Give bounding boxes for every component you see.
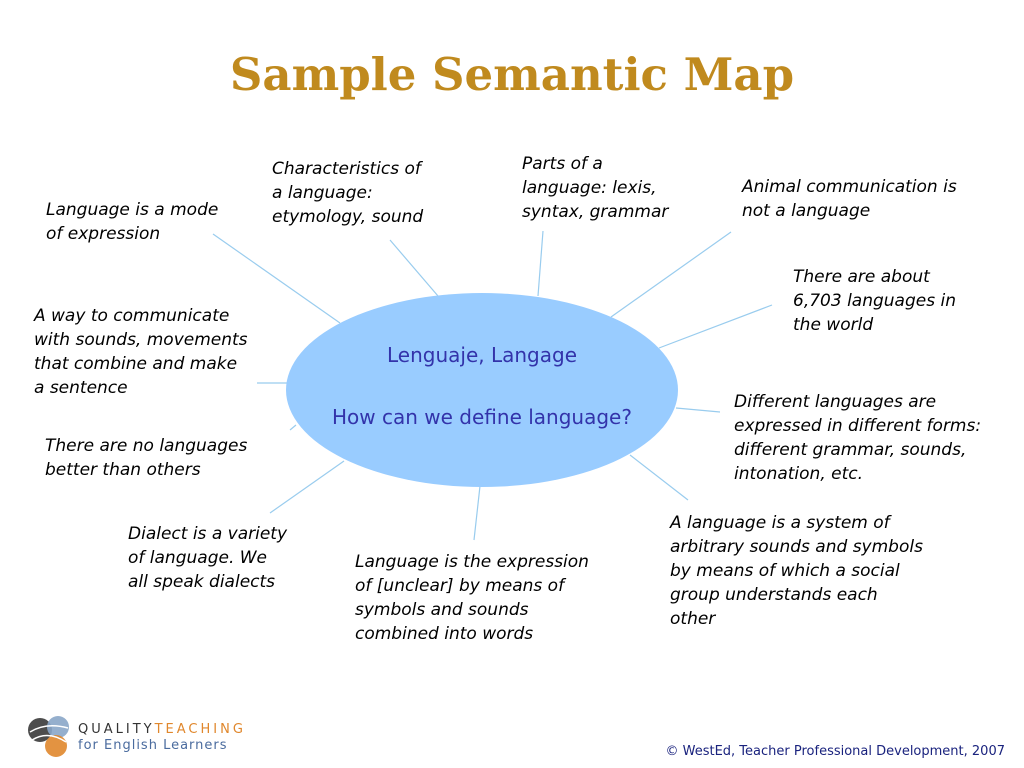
central-topic: Lenguaje, Langage How can we define lang… [286, 345, 678, 427]
node-expression-of-symbols: Language is the expression of [unclear] … [355, 552, 589, 644]
connector-line [537, 230, 544, 297]
connector-line [629, 454, 689, 501]
central-ellipse [286, 293, 678, 487]
connector-line [473, 485, 481, 541]
logo-text-teaching: TEACHING [154, 722, 246, 737]
connector-line [675, 407, 721, 413]
node-characteristics: Characteristics of a language: etymology… [272, 159, 424, 227]
connector-line [212, 233, 341, 324]
copyright-footer: © WestEd, Teacher Professional Developme… [665, 744, 1005, 759]
node-way-to-communicate: A way to communicate with sounds, moveme… [34, 306, 248, 398]
quality-teaching-logo-icon [28, 716, 69, 757]
node-animal-communication: Animal communication is not a language [742, 177, 957, 221]
node-number-of-languages: There are about 6,703 languages in the w… [793, 267, 956, 335]
node-different-forms: Different languages are expressed in dif… [734, 392, 982, 484]
central-topic-title: Lenguaje, Langage [387, 343, 577, 367]
connector-line [658, 304, 773, 349]
connector-line [610, 231, 732, 318]
connector-line [269, 460, 345, 514]
node-no-better-languages: There are no languages better than other… [45, 436, 248, 480]
connector-line [289, 424, 297, 431]
node-dialect: Dialect is a variety of language. We all… [128, 524, 288, 592]
node-mode-of-expression: Language is a mode of expression [46, 200, 219, 244]
node-parts: Parts of a language: lexis, syntax, gram… [522, 154, 669, 222]
page-title: Sample Semantic Map [229, 48, 795, 101]
logo-text-english-learners: for English Learners [78, 738, 228, 753]
node-system-of-sounds: A language is a system of arbitrary soun… [670, 513, 923, 629]
logo-text-quality-teaching: QUALITYTEACHING [78, 722, 246, 737]
logo-text-quality: QUALITY [78, 722, 155, 737]
connector-line [389, 239, 439, 297]
central-topic-question: How can we define language? [332, 405, 632, 429]
